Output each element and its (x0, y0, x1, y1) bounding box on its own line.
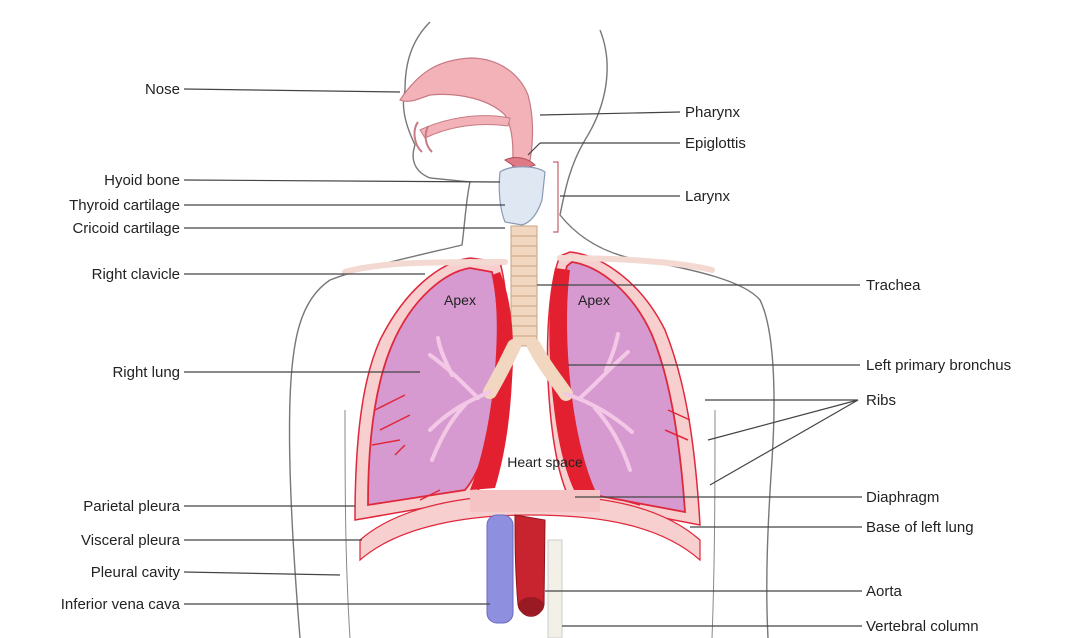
label-nose: Nose (145, 81, 180, 98)
label-right-clavicle: Right clavicle (92, 266, 180, 283)
label-thyroid-cartilage: Thyroid cartilage (69, 197, 180, 214)
diaphragm-central (470, 490, 600, 512)
vertebral-column-shape (548, 540, 562, 638)
palate (420, 116, 510, 138)
label-diaphragm: Diaphragm (866, 489, 939, 506)
labels-right: Pharynx Epiglottis Larynx Trachea Left p… (685, 104, 1011, 635)
label-base-of-left-lung: Base of left lung (866, 519, 974, 536)
label-apex-right: Apex (444, 292, 476, 308)
label-ribs: Ribs (866, 392, 896, 409)
larynx-shape (499, 167, 545, 225)
label-right-lung: Right lung (112, 364, 180, 381)
label-heart-space: Heart space (507, 454, 583, 470)
arm-left-line (712, 410, 715, 638)
label-aorta: Aorta (866, 583, 903, 600)
label-epiglottis: Epiglottis (685, 135, 746, 152)
label-inferior-vena-cava: Inferior vena cava (61, 596, 181, 613)
label-cricoid-cartilage: Cricoid cartilage (72, 220, 180, 237)
label-left-primary-bronchus: Left primary bronchus (866, 357, 1011, 374)
label-pharynx: Pharynx (685, 104, 741, 121)
trachea-tube (511, 226, 537, 346)
label-parietal-pleura: Parietal pleura (83, 498, 180, 515)
label-larynx: Larynx (685, 188, 731, 205)
nasal-cavity (400, 58, 533, 172)
label-pleural-cavity: Pleural cavity (91, 564, 181, 581)
vena-cava-shape (487, 515, 513, 623)
label-vertebral-column: Vertebral column (866, 618, 979, 635)
label-hyoid-bone: Hyoid bone (104, 172, 180, 189)
label-visceral-pleura: Visceral pleura (81, 532, 181, 549)
aorta-end (518, 597, 544, 615)
label-trachea: Trachea (866, 277, 921, 294)
larynx-bracket (553, 162, 558, 232)
labels-left: Nose Hyoid bone Thyroid cartilage Cricoi… (61, 81, 181, 613)
label-apex-left: Apex (578, 292, 610, 308)
